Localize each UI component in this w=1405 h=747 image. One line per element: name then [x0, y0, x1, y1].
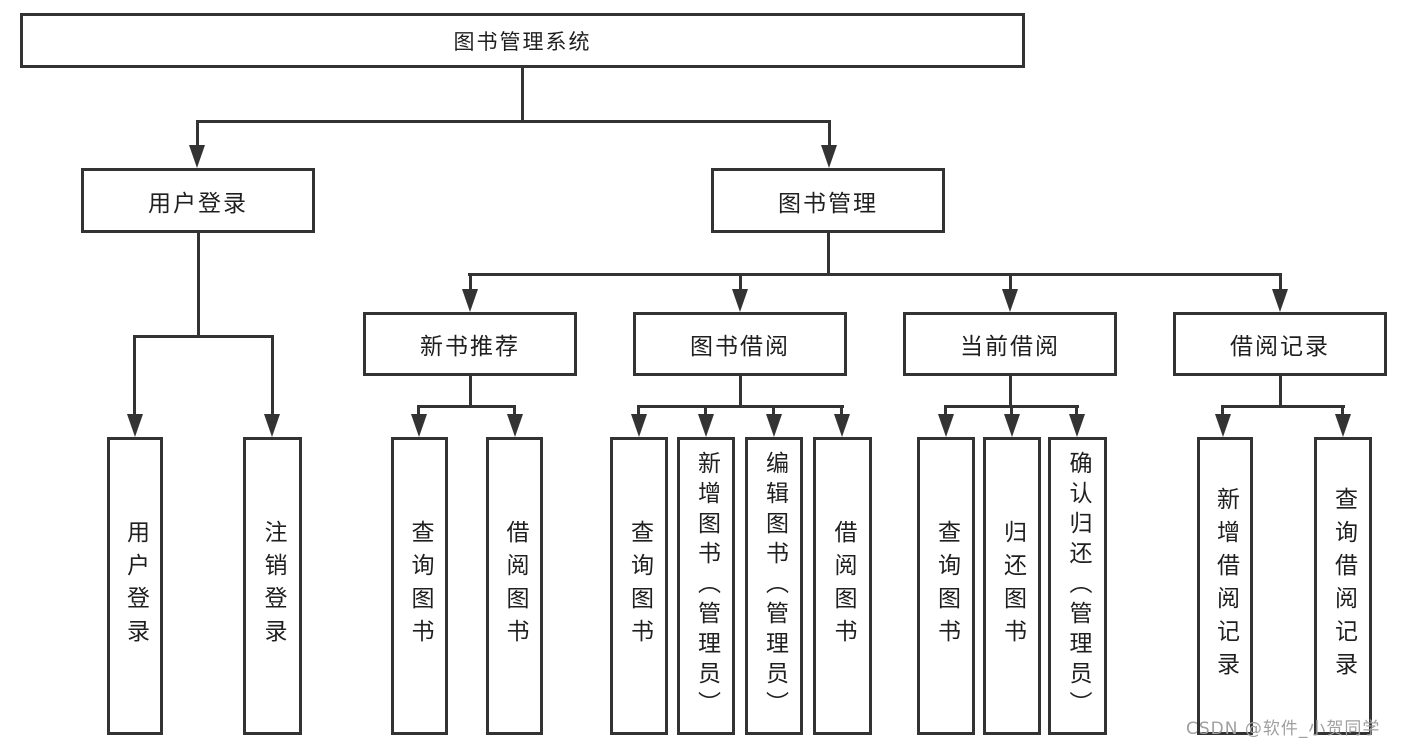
- node-label: 编辑图书（管理员）: [761, 451, 788, 721]
- node-borrow-borrow-book: 借阅图书: [813, 437, 872, 735]
- arrow-down-icon: [834, 414, 850, 437]
- node-label: 图书管理: [778, 190, 878, 217]
- node-book-management: 图书管理: [711, 168, 945, 233]
- node-user-login: 用户登录: [81, 168, 315, 233]
- connector-userlogin-child-stem: [271, 335, 274, 416]
- node-borrow-query-book: 查询图书: [610, 437, 668, 735]
- arrow-down-icon: [1069, 414, 1085, 437]
- node-logout: 注销登录: [243, 437, 302, 735]
- arrow-down-icon: [821, 145, 837, 168]
- connector-borrow-hline: [637, 405, 844, 408]
- node-new-book-recommend: 新书推荐: [363, 312, 577, 376]
- connector-l2-stem-right: [828, 120, 831, 147]
- connector-borrow-child-stem: [772, 405, 775, 416]
- node-label: 查询图书: [933, 520, 960, 652]
- node-root: 图书管理系统: [20, 13, 1025, 68]
- node-current-return-book: 归还图书: [983, 437, 1041, 735]
- arrow-down-icon: [938, 414, 954, 437]
- node-label: 新增图书（管理员）: [693, 451, 720, 721]
- arrow-down-icon: [1335, 414, 1351, 437]
- node-label: 用户登录: [148, 190, 248, 217]
- arrow-down-icon: [1002, 289, 1018, 312]
- node-label: 借阅图书: [502, 520, 528, 652]
- node-borrow-record: 借阅记录: [1173, 312, 1387, 376]
- connector-newbook-child-stem: [513, 405, 516, 416]
- arrow-down-icon: [189, 145, 205, 168]
- connector-userlogin-stem: [197, 233, 200, 338]
- node-label: 注销登录: [260, 520, 286, 652]
- arrow-down-icon: [1004, 414, 1020, 437]
- node-label: 归还图书: [999, 520, 1026, 652]
- connector-borrow-stem: [739, 375, 742, 408]
- node-label: 当前借阅: [960, 334, 1060, 360]
- node-current-borrow: 当前借阅: [903, 312, 1117, 376]
- arrow-down-icon: [411, 414, 427, 437]
- arrow-down-icon: [631, 414, 647, 437]
- connector-l2-hline: [196, 120, 831, 123]
- connector-newbook-hline: [417, 405, 516, 408]
- node-label: 查询图书: [626, 520, 653, 652]
- connector-l3-stem: [1009, 273, 1012, 291]
- node-label: 借阅记录: [1230, 334, 1330, 360]
- connector-root-stem: [521, 68, 524, 123]
- connector-userlogin-hline: [133, 335, 274, 338]
- node-label: 查询借阅记录: [1330, 487, 1357, 685]
- arrow-down-icon: [507, 414, 523, 437]
- node-login: 用户登录: [107, 437, 163, 735]
- connector-newbook-stem: [469, 375, 472, 408]
- connector-borrow-child-stem: [840, 405, 843, 416]
- node-label: 查询图书: [407, 520, 433, 652]
- connector-l3-stem: [739, 273, 742, 291]
- connector-record-child-stem: [1341, 405, 1344, 416]
- node-label: 新书推荐: [420, 334, 520, 360]
- connector-bookmgmt-stem: [827, 233, 830, 276]
- node-label: 新增借阅记录: [1212, 487, 1239, 685]
- arrow-down-icon: [1272, 289, 1288, 312]
- arrow-down-icon: [127, 414, 143, 437]
- node-label: 图书管理系统: [453, 29, 592, 54]
- connector-record-stem: [1279, 375, 1282, 408]
- node-label: 确认归还（管理员）: [1065, 451, 1091, 721]
- node-record-query-record: 查询借阅记录: [1314, 437, 1372, 735]
- arrow-down-icon: [766, 414, 782, 437]
- node-label: 借阅图书: [830, 520, 856, 652]
- node-current-confirm-return-admin: 确认归还（管理员）: [1048, 437, 1107, 735]
- connector-l3-stem: [1279, 273, 1282, 291]
- node-book-borrow: 图书借阅: [633, 312, 847, 376]
- connector-borrow-child-stem: [637, 405, 640, 416]
- arrow-down-icon: [264, 414, 280, 437]
- arrow-down-icon: [1215, 414, 1231, 437]
- connector-l2-stem-left: [196, 120, 199, 147]
- connector-l3-stem: [469, 273, 472, 291]
- arrow-down-icon: [698, 414, 714, 437]
- node-current-query-book: 查询图书: [917, 437, 975, 735]
- node-record-add-record: 新增借阅记录: [1197, 437, 1253, 735]
- node-newbook-query-book: 查询图书: [391, 437, 448, 735]
- node-newbook-borrow-book: 借阅图书: [486, 437, 543, 735]
- connector-newbook-child-stem: [417, 405, 420, 416]
- node-borrow-add-book-admin: 新增图书（管理员）: [677, 437, 735, 735]
- connector-userlogin-child-stem: [133, 335, 136, 416]
- node-label: 用户登录: [122, 520, 149, 652]
- connector-current-child-stem: [1075, 405, 1078, 416]
- connector-current-child-stem: [944, 405, 947, 416]
- connector-borrow-child-stem: [704, 405, 707, 416]
- csdn-watermark: CSDN @软件_小贺同学: [1186, 719, 1381, 739]
- node-label: 图书借阅: [690, 334, 790, 360]
- arrow-down-icon: [462, 289, 478, 312]
- connector-record-child-stem: [1221, 405, 1224, 416]
- node-borrow-edit-book-admin: 编辑图书（管理员）: [745, 437, 803, 735]
- connector-record-hline: [1221, 405, 1345, 408]
- connector-current-stem: [1009, 375, 1012, 408]
- connector-current-child-stem: [1010, 405, 1013, 416]
- arrow-down-icon: [732, 289, 748, 312]
- connector-l3-hline: [468, 273, 1281, 276]
